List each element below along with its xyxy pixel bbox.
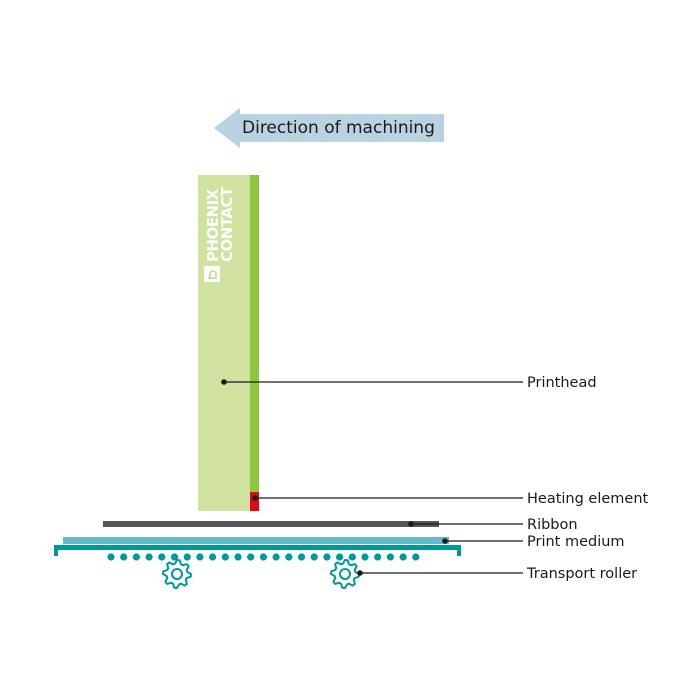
ribbon	[103, 521, 439, 527]
direction-arrow-shape	[214, 108, 444, 148]
transport-roller-leader-dot	[357, 570, 363, 576]
belt-tooth	[374, 553, 382, 561]
belt-tooth	[297, 553, 306, 561]
heating-element-leader-dot	[252, 495, 258, 501]
belt-tooth	[221, 553, 229, 561]
transport-roller-gear	[162, 559, 192, 589]
belt-tooth	[336, 553, 344, 561]
belt-tooth	[120, 553, 128, 561]
belt-tooth	[107, 553, 115, 561]
heating-element	[250, 492, 259, 511]
belt-tooth	[412, 553, 420, 561]
print-medium-leader-dot	[442, 538, 448, 544]
heating-element-label: Heating element	[527, 491, 649, 507]
belt-tooth	[272, 553, 280, 561]
belt-tooth	[399, 553, 407, 561]
logo-text-line2: CONTACT	[218, 186, 236, 262]
belt-tooth	[386, 553, 394, 561]
belt-tooth	[323, 553, 331, 561]
printhead: PHOENIX CONTACT	[198, 175, 259, 511]
belt-tooth	[247, 553, 255, 561]
belt-tooth	[209, 553, 217, 561]
leader-lines	[221, 379, 523, 576]
transport-rollers	[162, 559, 360, 589]
transport-roller-label: Transport roller	[526, 566, 637, 582]
logo-text-line1: PHOENIX	[204, 188, 222, 262]
belt-tooth	[310, 553, 318, 561]
printhead-edge	[250, 175, 259, 511]
direction-arrow: Direction of machining	[214, 108, 444, 148]
printhead-label: Printhead	[527, 375, 597, 391]
ribbon-label: Ribbon	[527, 517, 578, 533]
gear-hub	[339, 568, 351, 580]
belt-teeth	[107, 553, 420, 561]
belt-tooth	[158, 553, 166, 561]
belt-tooth	[132, 553, 140, 561]
transport-roller-gear	[330, 559, 360, 589]
belt-tooth	[348, 553, 356, 561]
gear-hub	[171, 568, 183, 580]
belt-tooth	[361, 553, 369, 561]
ribbon-leader-dot	[408, 521, 414, 527]
belt-tooth	[145, 553, 153, 561]
belt-tooth	[234, 553, 242, 561]
gear-outline	[162, 559, 192, 589]
belt-tooth	[170, 553, 179, 561]
printhead-leader-dot	[221, 379, 227, 385]
printhead-body	[198, 175, 250, 511]
belt-tooth	[285, 553, 293, 561]
belt-tooth	[259, 553, 267, 561]
transport-belt	[54, 545, 461, 556]
direction-label: Direction of machining	[242, 118, 435, 138]
print-medium	[63, 537, 449, 544]
belt-tooth	[196, 553, 204, 561]
gear-outline	[330, 559, 360, 589]
print-medium-label: Print medium	[527, 534, 625, 550]
belt-tooth	[183, 553, 191, 561]
phoenix-contact-logo: PHOENIX CONTACT	[204, 186, 236, 282]
